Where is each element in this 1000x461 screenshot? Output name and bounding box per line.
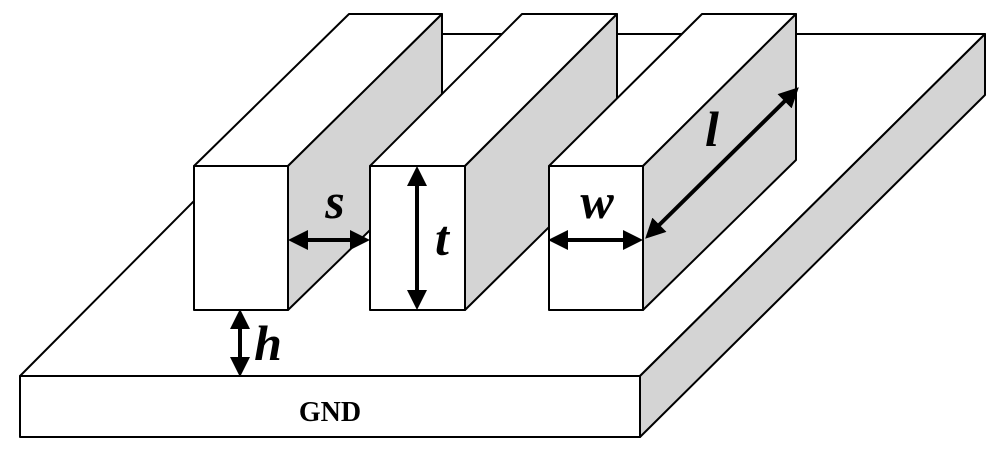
conductor-left-front: [193, 165, 289, 311]
height-label: h: [254, 315, 282, 371]
width-label: w: [580, 173, 614, 229]
ground-label: GND: [299, 397, 361, 428]
conductor-left: [193, 13, 443, 311]
thickness-label: t: [435, 210, 451, 266]
length-label: l: [705, 101, 719, 157]
ground-plane-front: [19, 375, 641, 438]
spacing-label: s: [324, 173, 344, 229]
length-dimension-arrow: [645, 87, 799, 239]
